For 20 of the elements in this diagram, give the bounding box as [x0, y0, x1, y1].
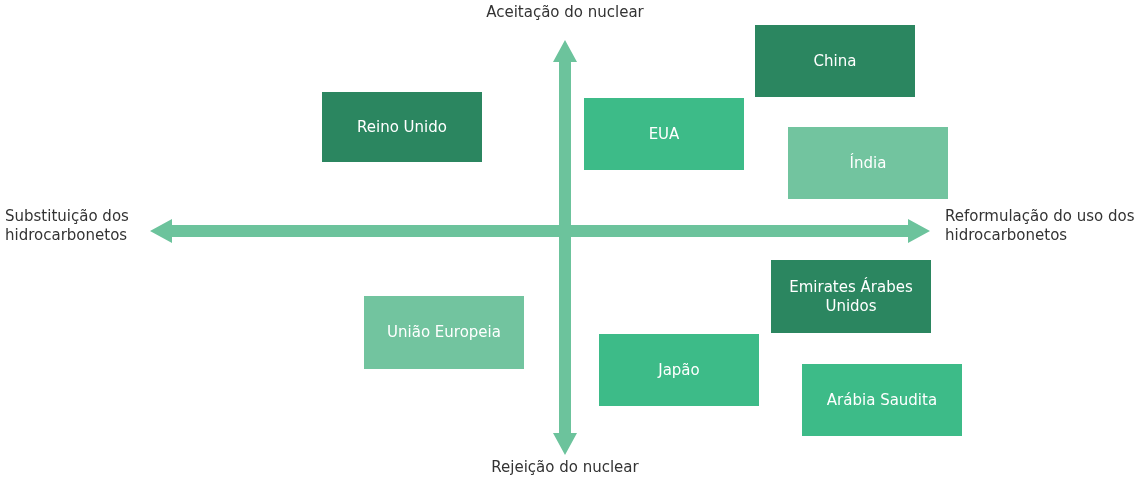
country-box: [599, 334, 759, 406]
country-name: China: [812, 51, 858, 71]
axis-label: Reformulação do uso dos hidrocarbonetos: [945, 207, 1135, 245]
country-name: Arábia Saudita: [825, 390, 939, 410]
country-name: Japão: [656, 360, 701, 380]
axis-label: Substituição dos hidrocarbonetos: [5, 207, 130, 245]
country-box: [322, 92, 482, 162]
country-box: [755, 25, 915, 97]
country-name: União Europeia: [386, 323, 502, 342]
country-box: [584, 98, 744, 170]
country-name: Reino Unido: [356, 117, 448, 137]
country-box: [802, 364, 962, 436]
country-name: Índia: [848, 153, 888, 173]
axis-label: Rejeição do nuclear: [490, 458, 640, 477]
country-box: [771, 260, 931, 333]
country-name: EUA: [647, 124, 681, 144]
country-box: [364, 296, 524, 369]
axis-label: Aceitação do nuclear: [485, 3, 645, 22]
country-name: Emirates Árabes Unidos: [788, 277, 914, 316]
country-box: [788, 127, 948, 199]
